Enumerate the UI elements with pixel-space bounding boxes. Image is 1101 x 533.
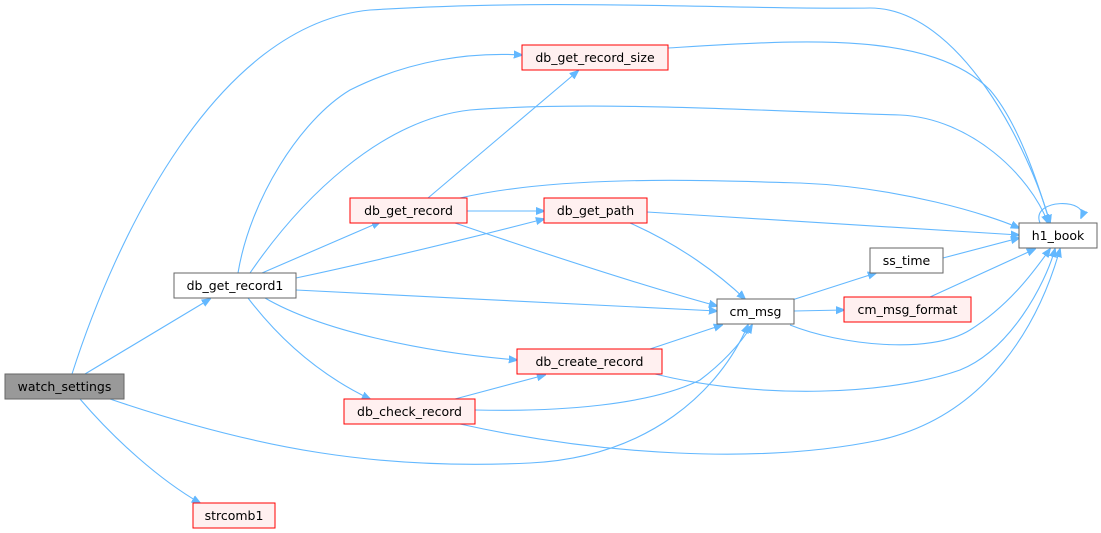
edge-db-get-record1-to-cm-msg bbox=[295, 289, 717, 311]
edge-db-get-record1-to-db-create-record bbox=[264, 297, 517, 360]
edges-layer bbox=[71, 4, 1082, 503]
node-label: watch_settings bbox=[18, 379, 112, 394]
node-box bbox=[521, 44, 669, 71]
edge-db-get-record-to-db-get-record-size bbox=[427, 71, 578, 199]
node-box bbox=[543, 197, 648, 224]
node-box bbox=[343, 398, 476, 425]
node-db-check-record[interactable]: db_check_record bbox=[343, 398, 476, 425]
edge-db-create-record-to-cm-msg bbox=[649, 325, 722, 350]
node-box bbox=[516, 348, 663, 375]
node-box bbox=[1018, 222, 1098, 249]
node-watch-settings[interactable]: watch_settings bbox=[4, 373, 125, 400]
node-label: db_get_path bbox=[557, 203, 634, 218]
edge-db-get-record1-to-db-get-path bbox=[295, 219, 544, 279]
node-cm-msg-format[interactable]: cm_msg_format bbox=[843, 296, 972, 323]
edge-db-get-record-to-h1-book bbox=[459, 179, 1019, 228]
edge-db-get-record1-to-db-get-record-size bbox=[237, 54, 522, 274]
node-box bbox=[173, 272, 297, 299]
node-db-create-record[interactable]: db_create_record bbox=[516, 348, 663, 375]
node-box bbox=[349, 197, 468, 224]
edge-db-get-path-to-h1-book bbox=[646, 211, 1019, 235]
edge-db-get-record-to-cm-msg bbox=[454, 222, 717, 306]
edge-db-get-record1-to-db-get-record bbox=[261, 222, 380, 274]
node-strcomb1[interactable]: strcomb1 bbox=[192, 502, 276, 529]
edge-cm-msg-to-cm-msg-format bbox=[793, 310, 844, 311]
edge-db-create-record-to-h1-book bbox=[654, 249, 1055, 392]
edge-cm-msg-to-ss-time bbox=[791, 273, 876, 301]
node-box bbox=[192, 502, 276, 529]
edge-ss-time-to-h1-book bbox=[942, 238, 1019, 259]
edge-db-check-record-to-h1-book bbox=[459, 249, 1060, 455]
node-label: h1_book bbox=[1032, 228, 1085, 243]
node-box bbox=[716, 298, 795, 325]
node-label: db_create_record bbox=[536, 354, 644, 369]
node-label: db_get_record_size bbox=[535, 50, 655, 65]
edge-h1-book-to-h1-book bbox=[1038, 203, 1082, 224]
node-label: strcomb1 bbox=[205, 508, 264, 523]
node-db-get-record1[interactable]: db_get_record1 bbox=[173, 272, 297, 299]
edge-db-check-record-to-db-create-record bbox=[454, 375, 545, 400]
edge-watch-settings-to-db-get-record1 bbox=[84, 299, 210, 375]
edge-watch-settings-to-cm-msg bbox=[109, 325, 748, 465]
edge-db-get-record1-to-h1-book bbox=[249, 105, 1048, 274]
node-label: db_get_record1 bbox=[187, 278, 284, 293]
edge-cm-msg-to-h1-book bbox=[789, 249, 1050, 346]
node-h1-book[interactable]: h1_book bbox=[1018, 222, 1098, 249]
node-label: cm_msg bbox=[730, 304, 782, 319]
edge-cm-msg-format-to-h1-book bbox=[929, 249, 1035, 298]
edge-watch-settings-to-h1-book bbox=[71, 4, 1050, 375]
node-db-get-record[interactable]: db_get_record bbox=[349, 197, 468, 224]
node-ss-time[interactable]: ss_time bbox=[869, 247, 944, 274]
node-label: ss_time bbox=[883, 253, 931, 268]
node-label: db_get_record bbox=[364, 203, 453, 218]
node-box bbox=[843, 296, 972, 323]
node-box bbox=[869, 247, 944, 274]
node-db-get-path[interactable]: db_get_path bbox=[543, 197, 648, 224]
edge-db-get-record-size-to-h1-book bbox=[667, 41, 1050, 223]
edge-db-get-path-to-cm-msg bbox=[629, 222, 745, 299]
nodes-layer: watch_settings db_get_record1 db_get_recor… bbox=[4, 44, 1098, 529]
node-label: db_check_record bbox=[357, 404, 462, 419]
node-db-get-record-size[interactable]: db_get_record_size bbox=[521, 44, 669, 71]
edge-watch-settings-to-strcomb1 bbox=[79, 398, 200, 503]
node-cm-msg[interactable]: cm_msg bbox=[716, 298, 795, 325]
edge-db-check-record-to-cm-msg bbox=[474, 325, 752, 411]
edge-db-get-record1-to-db-check-record bbox=[247, 297, 370, 399]
node-box bbox=[4, 373, 125, 400]
node-label: cm_msg_format bbox=[858, 302, 958, 317]
